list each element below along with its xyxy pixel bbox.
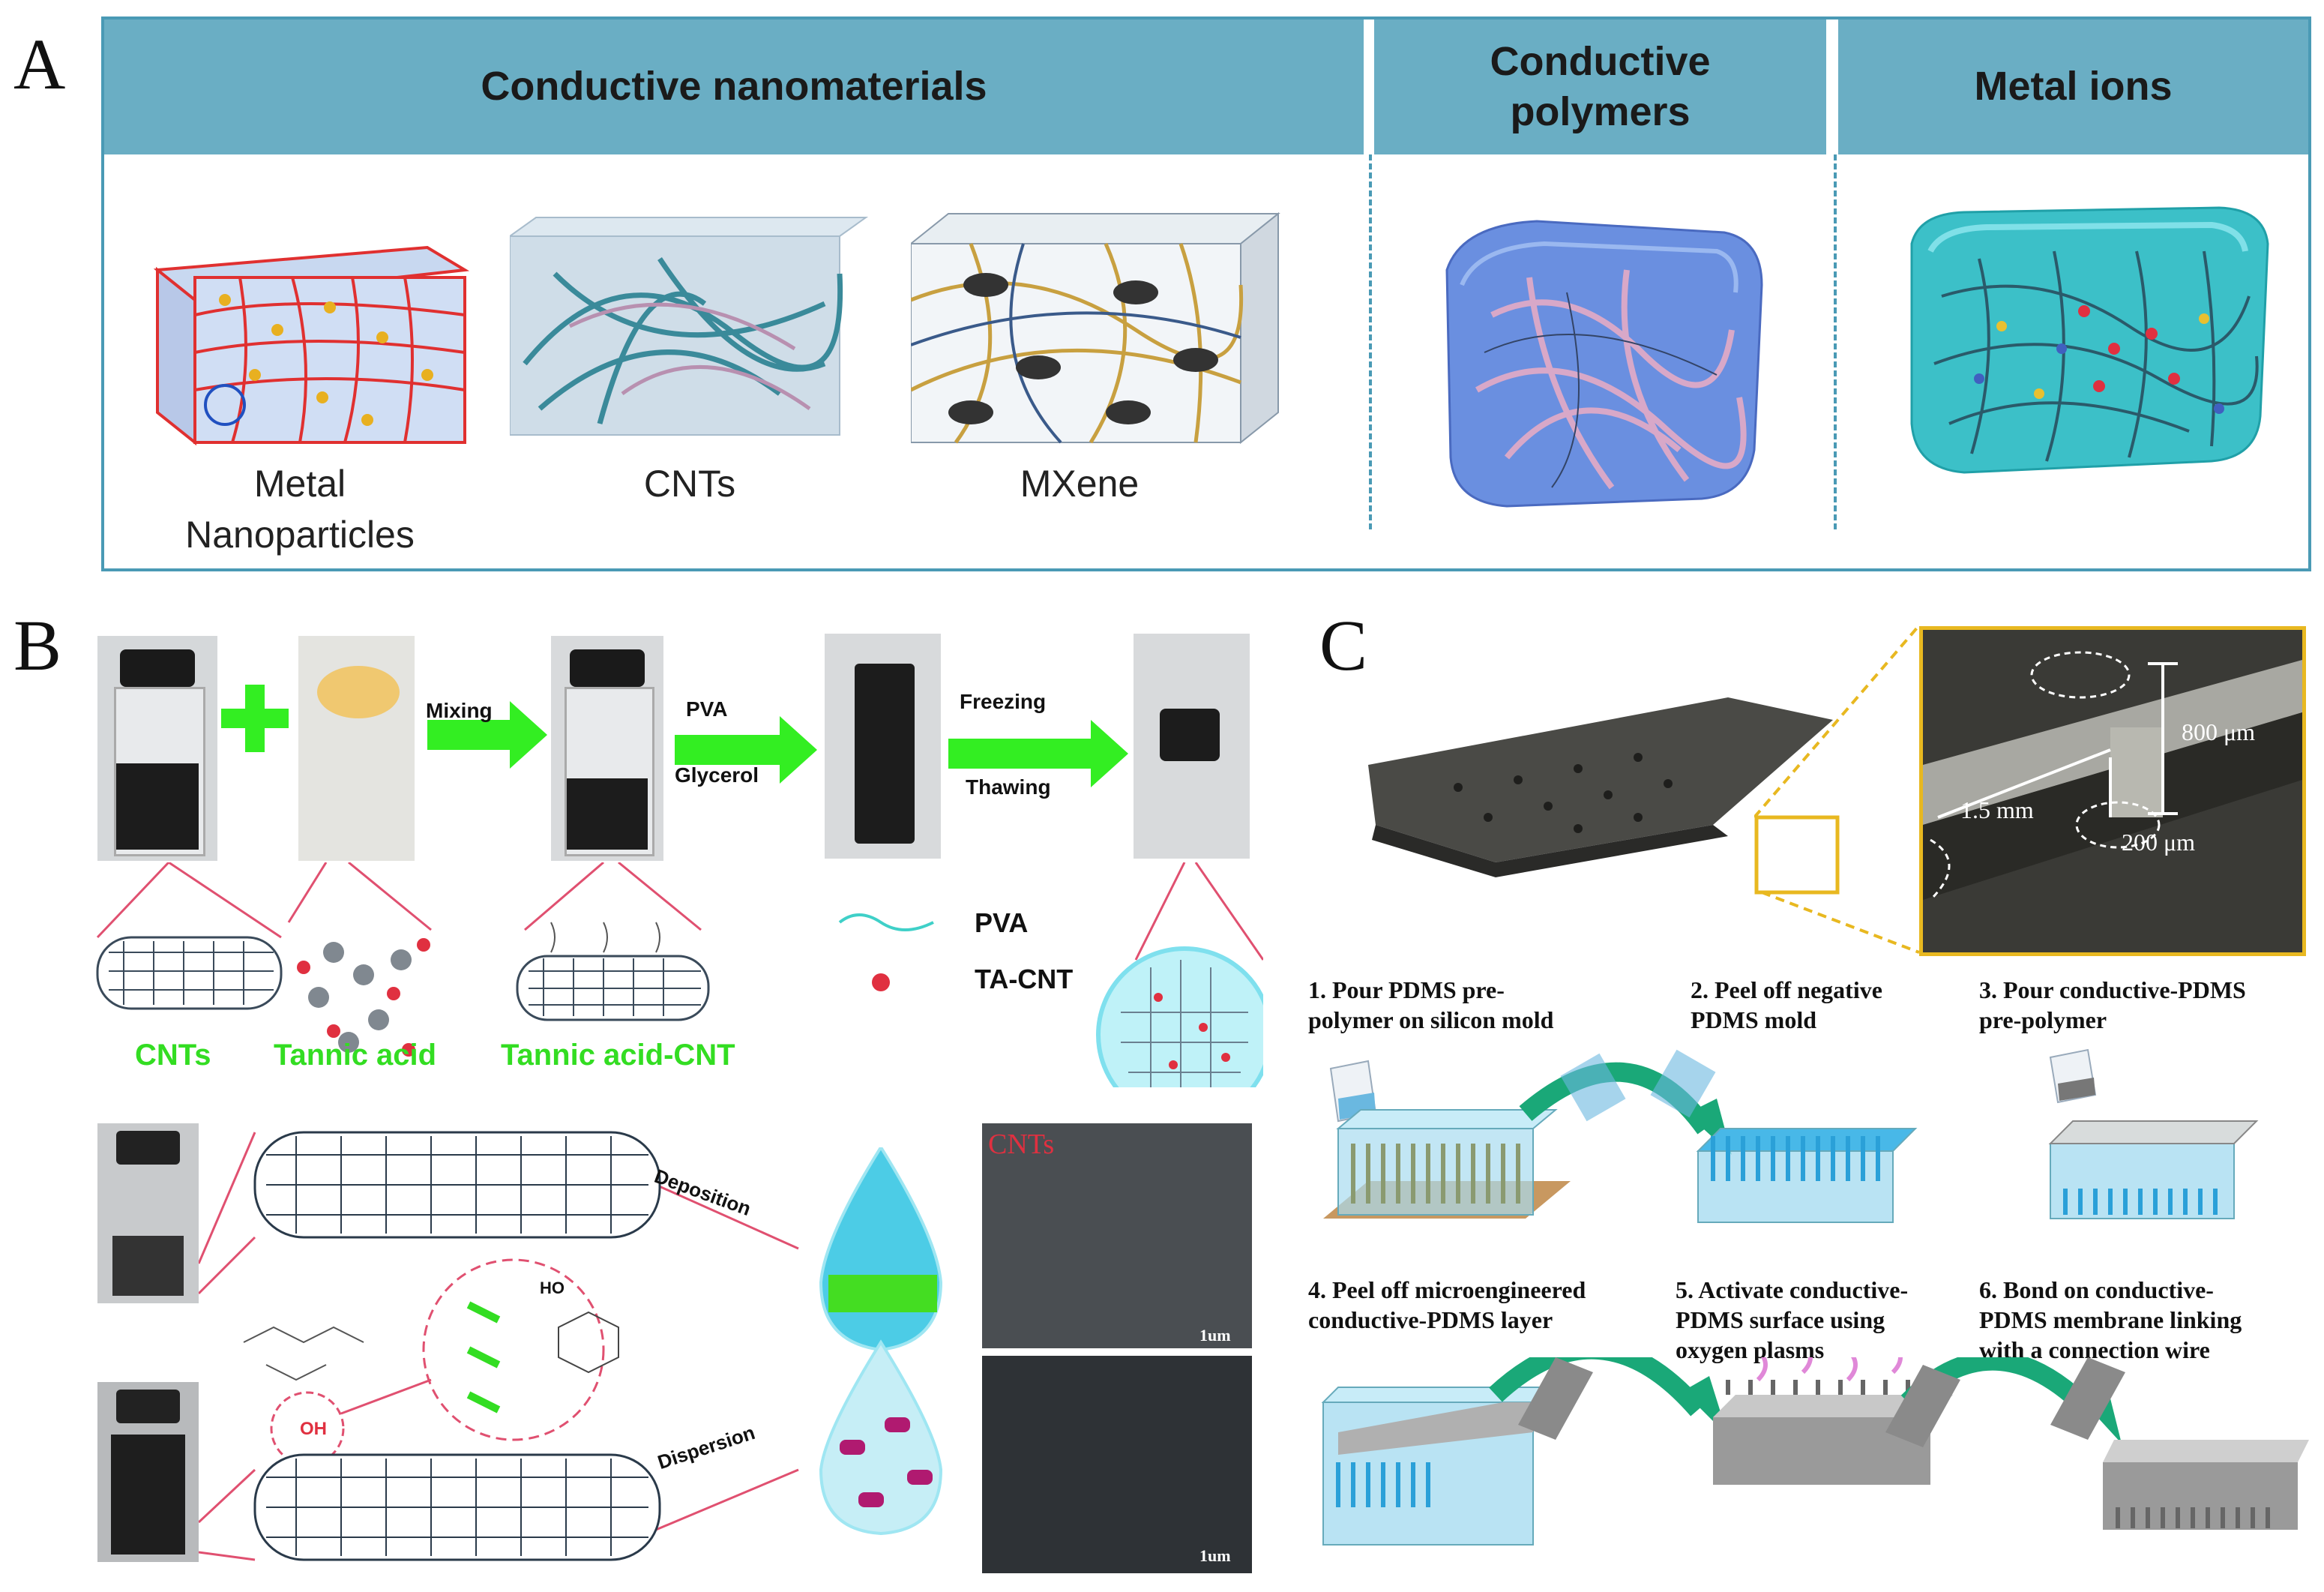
fabrication-row-2 <box>1321 1357 2309 1546</box>
scale-bar-bottom: 1um <box>1199 1546 1231 1565</box>
panel-label-c: C <box>1319 605 1368 685</box>
plus-icon-v <box>245 685 265 752</box>
panel-label-a: A <box>13 24 66 104</box>
panel-label-b: B <box>13 605 62 685</box>
dim-1-5: 1.5 mm <box>1960 796 2034 823</box>
label-pva-step: PVA <box>686 697 728 721</box>
arrow-pva-glycerol <box>675 716 817 784</box>
header-metal-ions: Metal ions <box>1838 19 2308 154</box>
droplet-illustrations <box>819 1147 943 1536</box>
photo-vial-deposition <box>97 1123 199 1303</box>
conductive-polymer-cube <box>1445 220 1763 508</box>
photo-cnt-vial <box>97 636 217 861</box>
legend-pva: PVA <box>975 907 1029 938</box>
sem-image-top <box>982 1123 1252 1348</box>
step-6-text: 6. Bond on conductive- PDMS membrane lin… <box>1979 1276 2242 1363</box>
panel-b-bottom-nanotubes <box>199 1131 799 1561</box>
label-cnts: CNTs <box>643 463 736 505</box>
photo-hydrogel-cube <box>1134 634 1250 859</box>
label-oh: OH <box>300 1419 327 1439</box>
step-4-text: 4. Peel off microengineered conductive-P… <box>1308 1276 1586 1333</box>
arrow-freezing-thawing <box>948 720 1128 787</box>
conductive-pdms-photo <box>1368 697 1840 895</box>
panel-b-top-molecular <box>96 862 1263 1087</box>
fabrication-row-1 <box>1323 1048 2259 1223</box>
step-1-text: 1. Pour PDMS pre- polymer on silicon mol… <box>1308 976 1554 1033</box>
label-metal-nanoparticles: Metal Nanoparticles <box>185 463 415 556</box>
mxene-illustration <box>911 211 1280 445</box>
label-ho: HO <box>540 1279 565 1297</box>
photo-tacnt-vial <box>551 636 663 861</box>
step-5-text: 5. Activate conductive- PDMS surface usi… <box>1676 1276 1909 1363</box>
step-2-text: 2. Peel off negative PDMS mold <box>1691 976 1882 1033</box>
label-mixing: Mixing <box>426 699 493 722</box>
panel-a-frame <box>101 16 2311 571</box>
label-tannic-acid-cnt: Tannic acid-CNT <box>501 1039 735 1072</box>
label-tannic-acid: Tannic acid <box>274 1039 437 1072</box>
label-cnts-green: CNTs <box>135 1039 211 1072</box>
step-3-text: 3. Pour conductive-PDMS pre-polymer <box>1979 976 2246 1033</box>
label-mxene: MXene <box>1020 463 1140 505</box>
photo-gel-vial <box>825 634 941 859</box>
sem-label-cnts: CNTs <box>988 1129 1055 1160</box>
metal-nanoparticles-illustration <box>153 245 470 446</box>
label-thawing: Thawing <box>966 775 1051 799</box>
metal-ions-gel-cube <box>1910 206 2269 474</box>
scale-bar-top: 1um <box>1199 1326 1231 1345</box>
dim-200: 200 μm <box>2122 829 2196 856</box>
header-conductive-nanomaterials: Conductive nanomaterials <box>104 19 1364 154</box>
callout-lines <box>1754 624 1921 954</box>
legend-tacnt: TA-CNT <box>975 964 1074 994</box>
divider-dashed-2 <box>1834 154 1837 529</box>
arrow-mixing <box>427 701 547 769</box>
dim-800: 800 μm <box>2182 718 2256 745</box>
divider-dashed-1 <box>1369 154 1372 529</box>
header-conductive-polymers: Conductive polymers <box>1374 19 1826 154</box>
label-glycerol: Glycerol <box>675 763 759 787</box>
cnts-illustration <box>510 217 869 436</box>
sem-image-bottom <box>982 1356 1252 1573</box>
label-freezing: Freezing <box>960 690 1047 713</box>
photo-tannic-acid <box>298 636 415 861</box>
photo-vial-dispersion <box>97 1382 199 1562</box>
zoom-callout-micrograph <box>1919 626 2306 956</box>
